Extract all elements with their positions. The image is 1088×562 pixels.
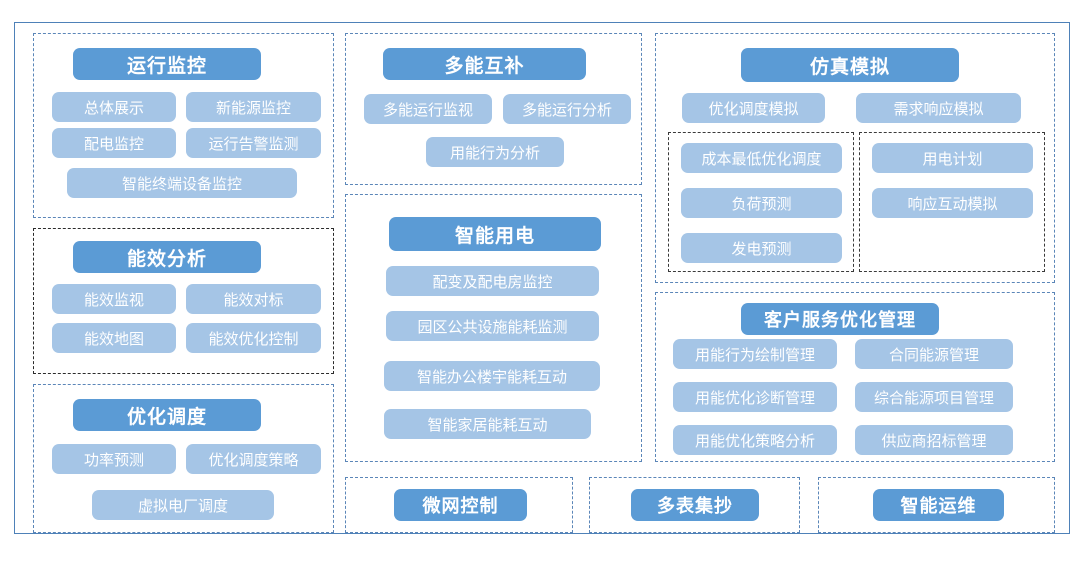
- panel-kehu-fuwu-youhua-guanli[interactable]: 客户服务优化管理 用能行为绘制管理 合同能源管理 用能优化诊断管理 综合能源项目…: [655, 292, 1055, 462]
- panel-header-zhineng-yunwei: 智能运维: [873, 489, 1004, 521]
- chip-youhua-diaodu-celue[interactable]: 优化调度策略: [186, 444, 321, 474]
- chip-zhineng-jiaju-nenghao-hudong[interactable]: 智能家居能耗互动: [384, 409, 591, 439]
- chip-nengxiao-youhua-kongzhi[interactable]: 能效优化控制: [186, 323, 321, 353]
- chip-nengxiao-jianshi[interactable]: 能效监视: [52, 284, 176, 314]
- panel-header-youhua-diaodu: 优化调度: [73, 399, 261, 431]
- chip-chengben-zuidi-youhua-diaodu[interactable]: 成本最低优化调度: [681, 143, 842, 173]
- chip-xinnengyuan-jiankong[interactable]: 新能源监控: [186, 92, 321, 122]
- chip-gongyingshang-zhaobiao-guanli[interactable]: 供应商招标管理: [855, 425, 1013, 455]
- chip-duoneng-yunxing-fenxi[interactable]: 多能运行分析: [503, 94, 631, 124]
- panel-zhineng-yongdian[interactable]: 智能用电 配变及配电房监控 园区公共设施能耗监测 智能办公楼宇能耗互动 智能家居…: [345, 194, 642, 462]
- chip-yongneng-youhua-zhenduan-guanli[interactable]: 用能优化诊断管理: [673, 382, 837, 412]
- panel-zhineng-yunwei[interactable]: 智能运维: [818, 477, 1055, 533]
- panel-nengxiao-fenxi[interactable]: 能效分析 能效监视 能效对标 能效地图 能效优化控制: [33, 228, 334, 374]
- chip-yongdian-jihua[interactable]: 用电计划: [872, 143, 1033, 173]
- panel-youhua-diaodu[interactable]: 优化调度 功率预测 优化调度策略 虚拟电厂调度: [33, 384, 334, 533]
- panel-duobiao-jichao[interactable]: 多表集抄: [589, 477, 800, 533]
- chip-duoneng-yunxing-jianshi[interactable]: 多能运行监视: [364, 94, 492, 124]
- chip-yongneng-xingwei-huizhi-guanli[interactable]: 用能行为绘制管理: [673, 339, 837, 369]
- panel-header-duoneng-hubu: 多能互补: [383, 48, 586, 80]
- chip-xiangying-hudong-moni[interactable]: 响应互动模拟: [872, 188, 1033, 218]
- panel-header-weiwang-kongzhi: 微网控制: [394, 489, 527, 521]
- chip-hetong-nengyuan-guanli[interactable]: 合同能源管理: [855, 339, 1013, 369]
- panel-header-duobiao-jichao: 多表集抄: [631, 489, 759, 521]
- panel-duoneng-hubu[interactable]: 多能互补 多能运行监视 多能运行分析 用能行为分析: [345, 33, 642, 185]
- panel-fangzhen-moni[interactable]: 仿真模拟 优化调度模拟 需求响应模拟 成本最低优化调度 负荷预测 发电预测 用电…: [655, 33, 1055, 283]
- chip-zonghe-nengyuan-xiangmu-guanli[interactable]: 综合能源项目管理: [855, 382, 1013, 412]
- chip-yunxing-gaojing-jiance[interactable]: 运行告警监测: [186, 128, 321, 158]
- panel-header-zhineng-yongdian: 智能用电: [389, 217, 601, 251]
- chip-peibian-ji-peidianfang-jiankong[interactable]: 配变及配电房监控: [386, 266, 599, 296]
- chip-zhineng-zhongduan-shebei-jiankong[interactable]: 智能终端设备监控: [67, 168, 297, 198]
- chip-yuanqu-gonggong-sheshi-nenghao-jiance[interactable]: 园区公共设施能耗监测: [386, 311, 599, 341]
- chip-zongti-zhanshi[interactable]: 总体展示: [52, 92, 176, 122]
- chip-fuhe-yuce[interactable]: 负荷预测: [681, 188, 842, 218]
- chip-xuni-dianchang-diaodu[interactable]: 虚拟电厂调度: [92, 490, 274, 520]
- panel-yunxing-jiankong[interactable]: 运行监控 总体展示 新能源监控 配电监控 运行告警监测 智能终端设备监控: [33, 33, 334, 218]
- subgroup-fangzhen-right: [859, 132, 1045, 272]
- chip-yongneng-xingwei-fenxi[interactable]: 用能行为分析: [426, 137, 564, 167]
- chip-fadian-yuce[interactable]: 发电预测: [681, 233, 842, 263]
- panel-header-nengxiao-fenxi: 能效分析: [73, 241, 261, 273]
- panel-header-fangzhen-moni: 仿真模拟: [741, 48, 959, 82]
- panel-header-kehu-fuwu-youhua-guanli: 客户服务优化管理: [741, 303, 939, 335]
- chip-nengxiao-duibiao[interactable]: 能效对标: [186, 284, 321, 314]
- chip-nengxiao-ditu[interactable]: 能效地图: [52, 323, 176, 353]
- chip-zhineng-bangong-louyu-nenghao-hudong[interactable]: 智能办公楼宇能耗互动: [384, 361, 600, 391]
- chip-gonglv-yuce[interactable]: 功率预测: [52, 444, 176, 474]
- panel-weiwang-kongzhi[interactable]: 微网控制: [345, 477, 573, 533]
- subgroup-fangzhen-left: [668, 132, 854, 272]
- panel-header-yunxing-jiankong: 运行监控: [73, 48, 261, 80]
- chip-peidian-jiankong[interactable]: 配电监控: [52, 128, 176, 158]
- chip-youhua-diaodu-moni[interactable]: 优化调度模拟: [682, 93, 825, 123]
- chip-yongneng-youhua-celue-fenxi[interactable]: 用能优化策略分析: [673, 425, 837, 455]
- chip-xuqiu-xiangying-moni[interactable]: 需求响应模拟: [856, 93, 1021, 123]
